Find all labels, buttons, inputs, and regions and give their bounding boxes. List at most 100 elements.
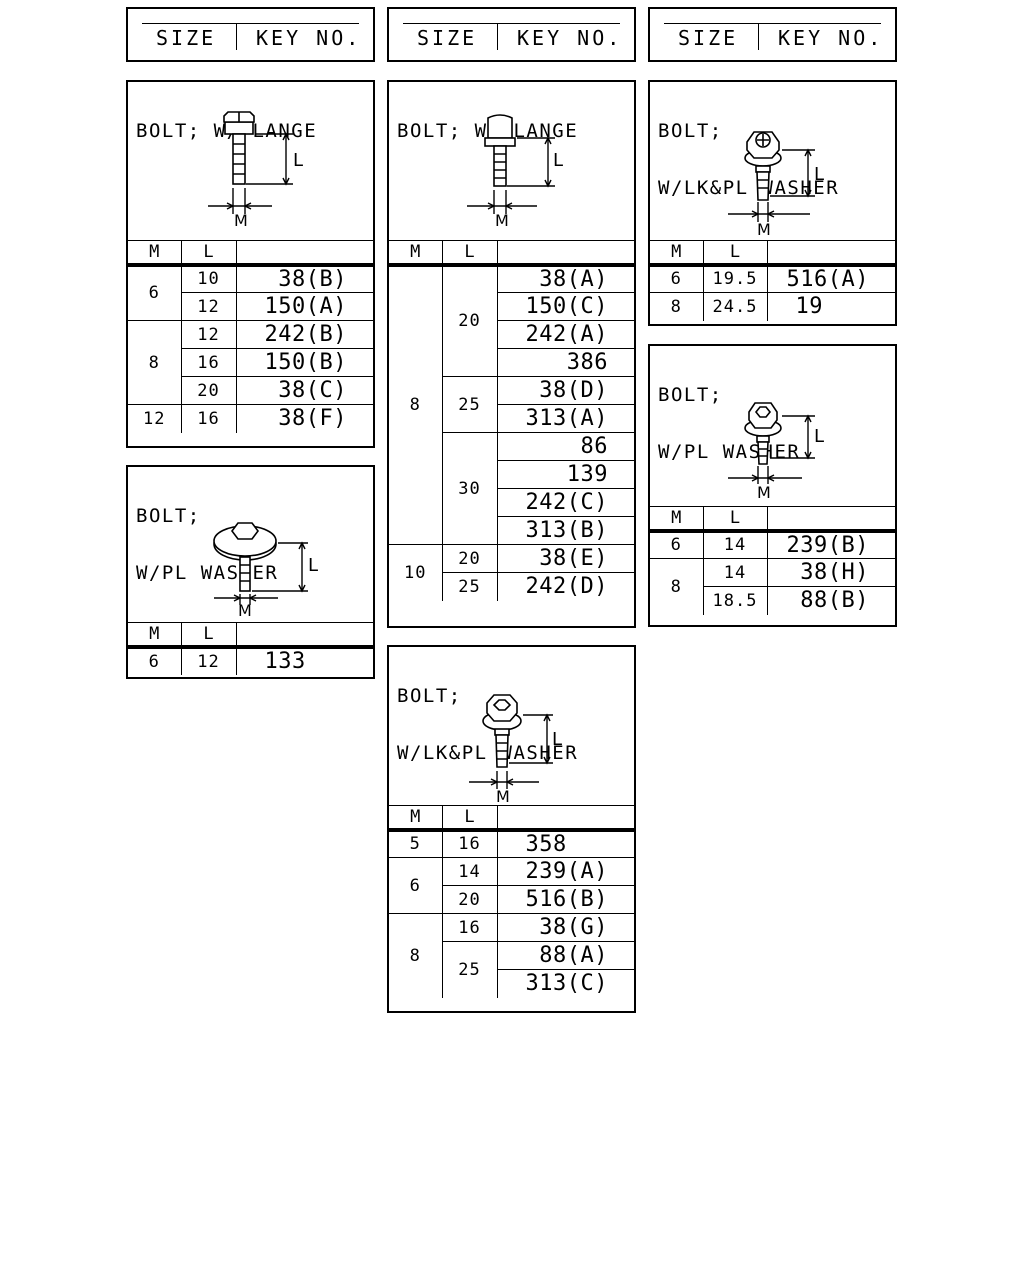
size-cell: 10: [389, 544, 442, 601]
table-row: 242(A): [389, 320, 634, 349]
key-number-cell: 242(B): [235, 320, 373, 349]
column-header: [496, 805, 634, 832]
column-header: L: [180, 240, 236, 267]
column-header: [766, 506, 895, 533]
diameter-label: M: [238, 601, 252, 620]
size-cell: 6: [128, 646, 181, 675]
size-cell: 20: [441, 264, 497, 377]
key-number-cell: 150(B): [235, 348, 373, 377]
length-label: L: [814, 426, 824, 447]
key-number-cell: 38(G): [496, 913, 634, 942]
size-cell: 8: [650, 292, 703, 321]
size-cell: 12: [180, 320, 236, 349]
key-number-cell: 88(A): [496, 941, 634, 970]
key-number-cell: 239(B): [766, 530, 895, 559]
size-cell: 16: [180, 404, 236, 433]
size-cell: 12: [180, 292, 236, 321]
size-label: SIZE: [678, 26, 739, 50]
column-header: L: [180, 622, 236, 649]
table-row: 386: [389, 348, 634, 377]
size-cell: 20: [441, 544, 497, 573]
size-cell: 25: [441, 376, 497, 433]
column-header: L: [702, 240, 767, 267]
size-cell: 24.5: [702, 292, 767, 321]
size-cell: 8: [389, 913, 442, 998]
column-header: L: [702, 506, 767, 533]
key-number-cell: 516(A): [766, 264, 895, 293]
size-cell: 12: [128, 404, 181, 433]
table-row: 313(C): [389, 969, 634, 998]
size-cell: 14: [441, 857, 497, 886]
size-cell: 6: [389, 857, 442, 914]
size-key-header-3: SIZE KEY NO.: [648, 7, 897, 62]
length-label: L: [552, 729, 562, 750]
size-cell: 20: [180, 376, 236, 405]
size-cell: 25: [441, 572, 497, 601]
key-number-cell: 239(A): [496, 857, 634, 886]
key-number-cell: 38(A): [496, 264, 634, 293]
pl-washer-bolt-diagram: L M: [213, 522, 318, 620]
column-header: M: [650, 506, 703, 533]
key-number-cell: 38(D): [496, 376, 634, 405]
size-cell: 8: [389, 264, 442, 545]
column-header: M: [389, 240, 442, 267]
size-cell: 6: [650, 264, 703, 293]
key-number-cell: 242(C): [496, 488, 634, 517]
diameter-label: M: [757, 220, 771, 239]
size-cell: 8: [650, 558, 703, 615]
key-number-cell: 150(C): [496, 292, 634, 321]
table-row: 139: [389, 460, 634, 489]
column-header: M: [650, 240, 703, 267]
column-header: [496, 240, 634, 267]
column-header: M: [389, 805, 442, 832]
length-label: L: [553, 150, 563, 171]
size-cell: 6: [650, 530, 703, 559]
column-header: [766, 240, 895, 267]
key-number-cell: 139: [496, 460, 634, 489]
lk-pl-washer-bolt-diagram: L M: [469, 694, 562, 806]
table-row: 242(C): [389, 488, 634, 517]
column-header: M: [128, 240, 181, 267]
key-number-cell: 150(A): [235, 292, 373, 321]
size-label: SIZE: [417, 26, 478, 50]
key-number-cell: 38(B): [235, 264, 373, 293]
key-no-label: KEY NO.: [256, 26, 362, 50]
panel-title: BOLT; W/LK&PL WASHER: [658, 120, 840, 199]
key-number-cell: 358: [496, 829, 634, 858]
diameter-label: M: [234, 211, 248, 230]
size-key-header-1: SIZE KEY NO.: [126, 7, 375, 62]
size-cell: 14: [702, 558, 767, 587]
size-cell: 6: [128, 264, 181, 321]
key-number-cell: 133: [235, 646, 373, 675]
size-cell: 12: [180, 646, 236, 675]
size-cell: 30: [441, 432, 497, 545]
key-number-cell: 88(B): [766, 586, 895, 615]
key-number-cell: 38(F): [235, 404, 373, 433]
size-cell: 16: [441, 913, 497, 942]
